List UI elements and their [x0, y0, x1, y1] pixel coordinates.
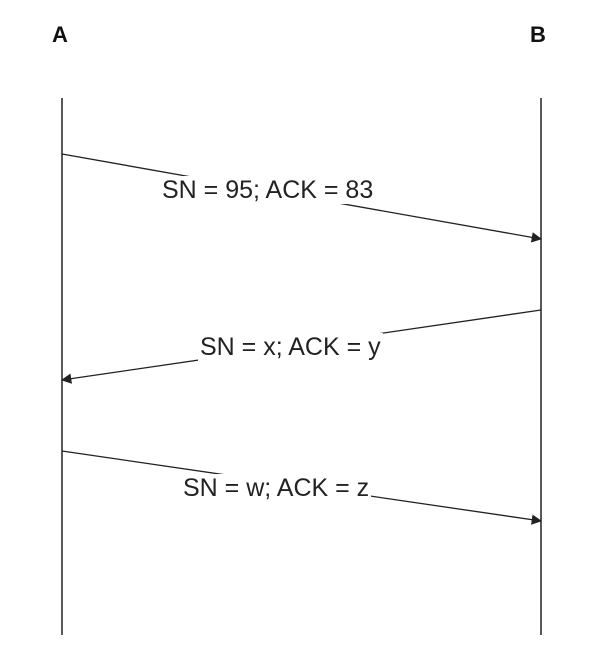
message-label-2: SN = x; ACK = y: [198, 333, 383, 361]
host-a-label: A: [52, 22, 68, 47]
message-label-1: SN = 95; ACK = 83: [160, 176, 376, 204]
message-label-3: SN = w; ACK = z: [181, 474, 372, 502]
host-b-label: B: [530, 22, 546, 47]
